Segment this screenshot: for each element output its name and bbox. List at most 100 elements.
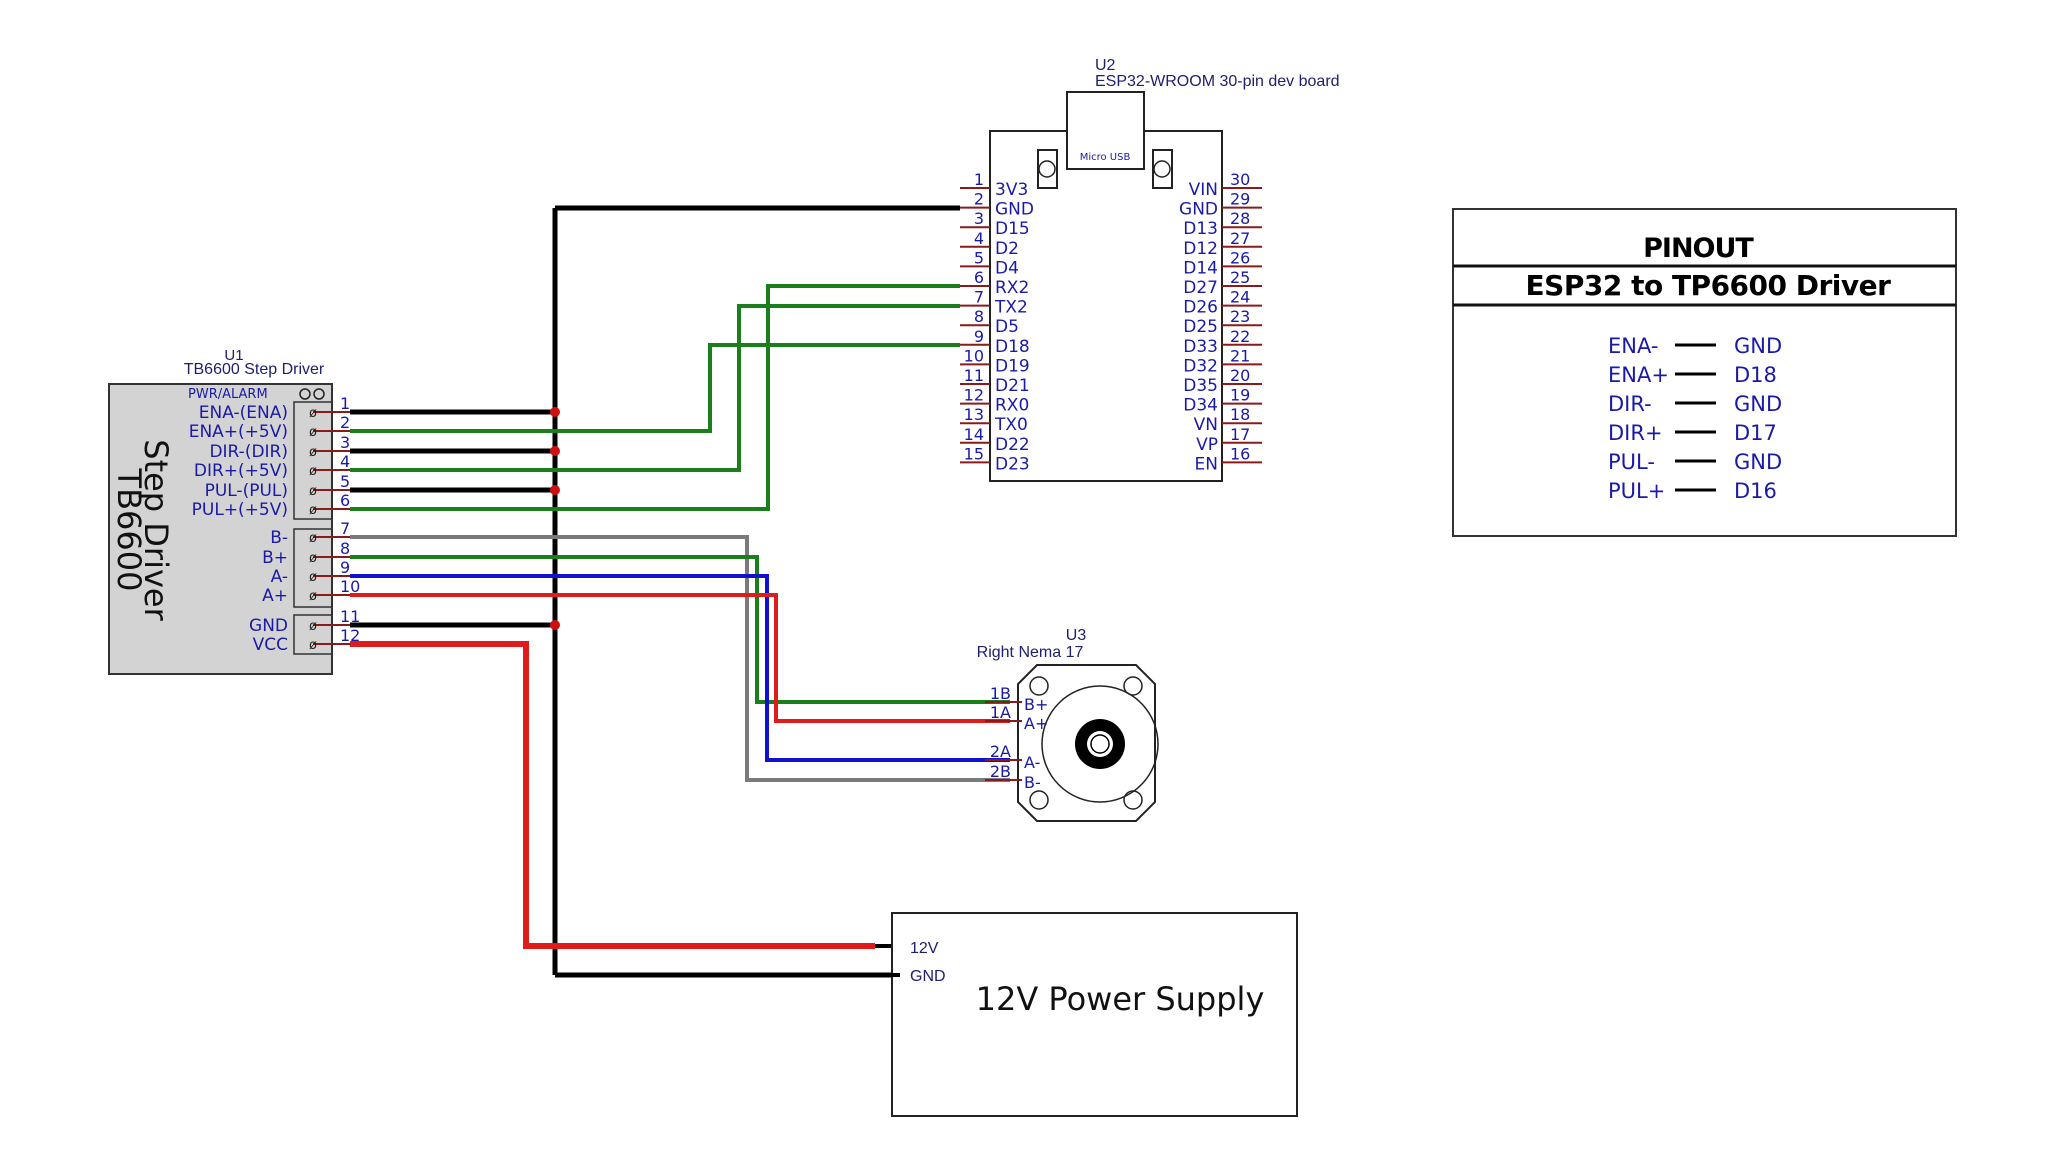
esp32-pin-number: 1	[974, 170, 984, 189]
driver-pin-label: ENA-(ENA)	[199, 403, 288, 423]
driver-pin-number: 6	[340, 491, 350, 510]
junction-dot	[550, 446, 560, 456]
driver-pin-label: PUL-(PUL)	[205, 481, 288, 501]
wires	[350, 205, 1010, 978]
power-supply[interactable]: 12V GND 12V Power Supply	[878, 912, 1298, 1117]
esp32-pin-number: 7	[974, 288, 984, 307]
esp32-pin-label: EN	[1195, 454, 1218, 474]
driver-pin-label: GND	[249, 616, 288, 636]
esp32-pin-label: D2	[995, 239, 1019, 259]
mount-hole-icon	[1123, 676, 1143, 696]
driver-pin[interactable]: ø7B-	[270, 519, 350, 548]
driver-pin-number: 5	[340, 472, 350, 491]
driver-title: TB6600 Step Driver	[184, 361, 325, 378]
pinout-driver-pin: PUL+	[1608, 479, 1665, 503]
motor-pin[interactable]: 2AA-	[985, 742, 1040, 772]
esp32-pin-number: 26	[1230, 248, 1250, 267]
driver-pin[interactable]: ø8B+	[262, 539, 350, 568]
esp32-pin-label: D12	[1183, 239, 1218, 259]
esp32-pin-number: 27	[1230, 229, 1250, 248]
screw-terminal-icon: ø	[309, 589, 317, 604]
esp32-pin-number: 23	[1230, 307, 1250, 326]
wire-b-plus	[350, 555, 1010, 704]
esp32-pin-label: TX2	[994, 298, 1028, 318]
driver-pin-label: VCC	[253, 635, 288, 655]
wire-vcc-12v	[350, 641, 875, 949]
screw-terminal-icon: ø	[309, 503, 317, 518]
pinout-row: PUL+ D16	[1608, 479, 1777, 503]
pinout-esp-pin: D16	[1734, 479, 1777, 503]
esp32-pin-label: GND	[995, 200, 1034, 220]
stepper-motor[interactable]: U3 Right Nema 17 1BB+1AA+2AA-2BB-	[977, 627, 1159, 822]
motor-pin-number: 1B	[990, 684, 1011, 703]
motor-pin[interactable]: 2BB-	[985, 762, 1041, 792]
motor-pin[interactable]: 1AA+	[985, 703, 1048, 733]
esp32-pin-number: 10	[964, 346, 984, 365]
driver-pin-number: 12	[340, 626, 360, 645]
driver-pin-number: 4	[340, 452, 350, 471]
esp32-pin-number: 6	[974, 268, 984, 287]
terminal-block-power	[293, 614, 333, 655]
driver-pin-label: B-	[270, 528, 288, 548]
screw-terminal-icon: ø	[309, 445, 317, 460]
esp32-pin-left[interactable]: 4D2	[960, 229, 1019, 259]
motor-pin[interactable]: 1BB+	[985, 684, 1048, 714]
driver-pin[interactable]: ø9A-	[271, 558, 351, 587]
esp32-pin-left[interactable]: 5D4	[960, 248, 1019, 278]
button-icon[interactable]	[1152, 149, 1173, 189]
esp32-pin-label: D18	[995, 337, 1030, 357]
esp32-pin-number: 19	[1230, 386, 1250, 405]
esp32-pin-left[interactable]: 8D5	[960, 307, 1019, 337]
button-icon[interactable]	[1037, 149, 1058, 189]
pinout-row: PUL-GND	[1608, 450, 1782, 474]
power-supply-title: 12V Power Supply	[976, 980, 1265, 1018]
micro-usb-connector[interactable]	[1066, 91, 1145, 170]
esp32-board[interactable]: U2 ESP32-WROOM 30-pin dev board Micro US…	[960, 57, 1340, 482]
driver-pin-label: ENA+(+5V)	[189, 422, 288, 442]
esp32-pin-number: 2	[974, 190, 984, 209]
esp32-pin-number: 17	[1230, 425, 1250, 444]
driver-tb6600[interactable]: U1 TB6600 Step Driver Step Driver TB6600…	[108, 347, 361, 675]
pinout-esp-pin: GND	[1734, 334, 1782, 358]
esp32-pin-label: VP	[1196, 435, 1218, 455]
driver-status-label: PWR/ALARM	[188, 387, 268, 402]
motor-pin-number: 1A	[990, 703, 1011, 722]
esp32-pin-number: 9	[974, 327, 984, 346]
